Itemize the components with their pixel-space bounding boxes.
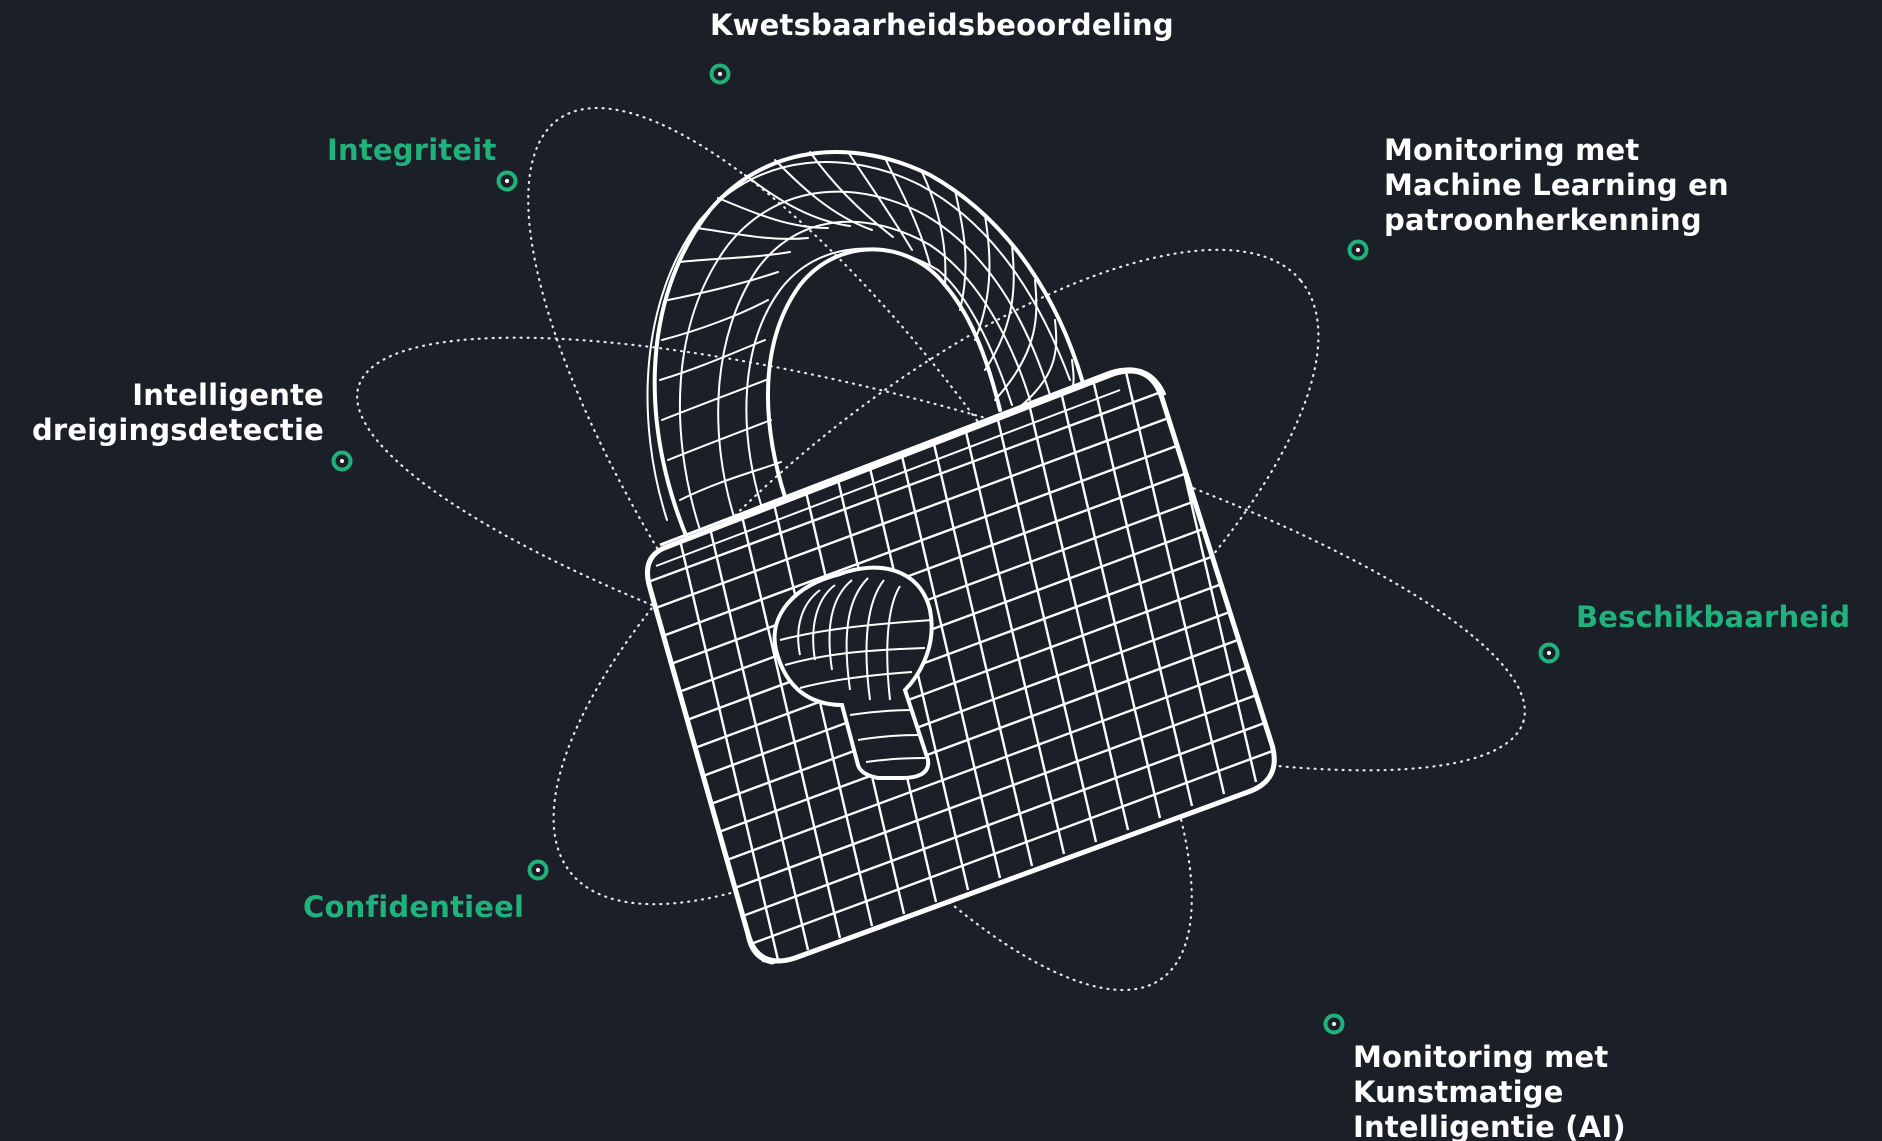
label-beschikbaarheid: Beschikbaarheid — [1576, 600, 1850, 635]
padlock-body — [640, 360, 1286, 963]
label-confidentieel: Confidentieel — [303, 890, 524, 925]
label-integriteit: Integriteit — [327, 133, 487, 168]
label-monitoring-ai: Monitoring met Kunstmatige Intelligentie… — [1353, 1040, 1626, 1141]
label-dreigingsdetectie: Intelligente dreigingsdetectie — [30, 378, 324, 448]
label-kwetsbaarheidsbeoordeling: Kwetsbaarheidsbeoordeling — [710, 8, 1174, 43]
label-monitoring-ml: Monitoring met Machine Learning en patro… — [1384, 133, 1729, 238]
